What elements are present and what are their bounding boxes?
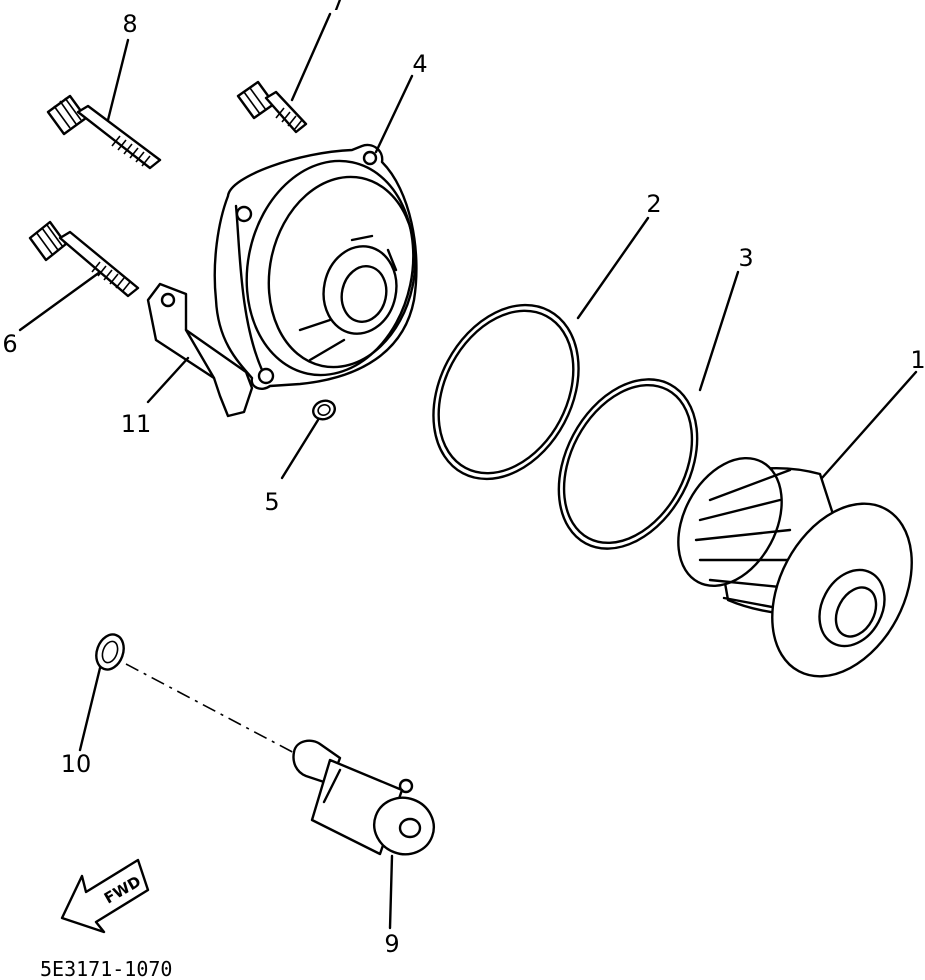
callout-4: 4: [412, 50, 427, 78]
callout-6: 6: [2, 330, 17, 358]
callout-8: 8: [122, 10, 137, 38]
bolt-7: [236, 80, 308, 134]
callout-9: 9: [384, 930, 399, 958]
callout-2: 2: [646, 190, 661, 218]
bolt-8: [46, 94, 162, 170]
washer-10: [95, 633, 125, 671]
leader-lines: [18, 12, 918, 930]
callout-7: 7: [330, 0, 345, 16]
oil-filter-cover-4: [213, 143, 418, 390]
bracket-11: [146, 282, 254, 418]
bolt-6: [28, 220, 140, 298]
forward-arrow-icon: [60, 858, 150, 934]
oil-filter-element-1: [677, 456, 913, 678]
callout-11: 11: [121, 410, 152, 438]
diagram-code: 5E3171-1070: [40, 957, 172, 980]
callout-5: 5: [264, 488, 279, 516]
o-ring-5: [312, 399, 336, 421]
assembly-line: [125, 663, 301, 757]
o-ring-2: [432, 303, 580, 481]
pressure-switch-9: [292, 739, 435, 856]
o-ring-3: [557, 378, 699, 550]
callout-1: 1: [910, 346, 925, 374]
callout-10: 10: [61, 750, 92, 778]
callout-3: 3: [738, 244, 753, 272]
